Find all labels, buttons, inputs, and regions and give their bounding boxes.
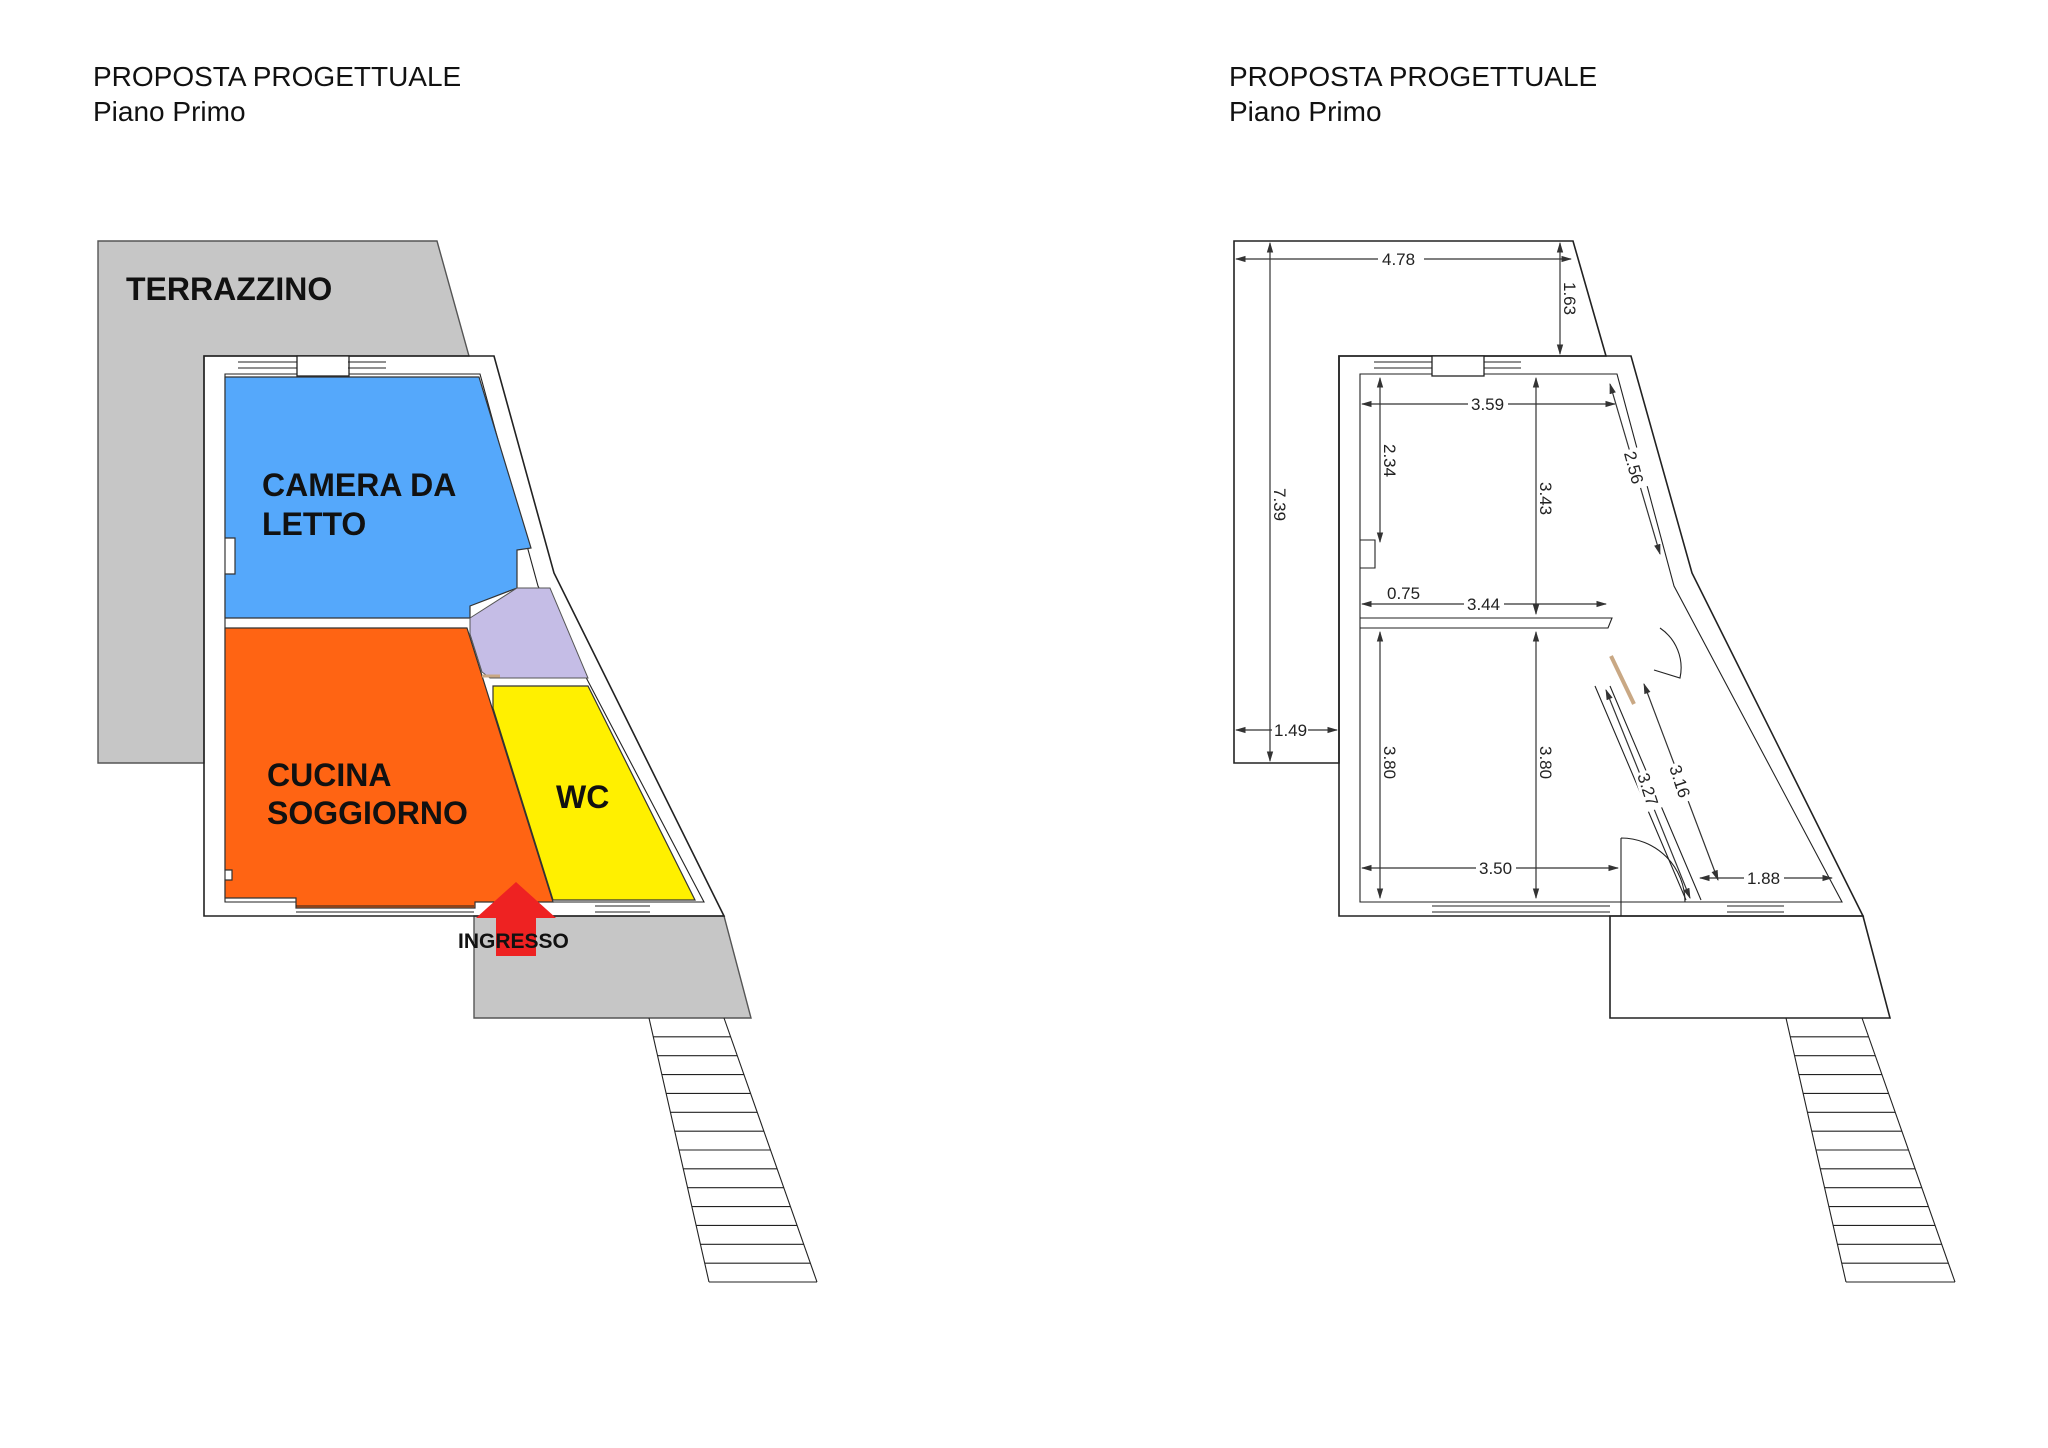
dim-label-3-44: 3.44 [1467, 595, 1500, 614]
dim-label-3-80-left: 3.80 [1380, 746, 1399, 779]
dim-label-3-27: 3.27 [1633, 771, 1661, 808]
dimension-lines [1234, 241, 1834, 900]
left-staircase [648, 1017, 818, 1283]
right-panel-subtitle: Piano Primo [1229, 96, 1382, 127]
wc-area [492, 685, 696, 901]
right-landing-outline [1609, 915, 1892, 1019]
left-panel: PROPOSTA PROGETTUALE Piano Primo [93, 61, 818, 1283]
door-swing-wc [1653, 627, 1682, 679]
right-inner-wall-line [1359, 373, 1843, 903]
dim-label-1-88: 1.88 [1747, 869, 1780, 888]
right-partition-wall [1360, 539, 1613, 629]
right-building-outline [1338, 355, 1865, 917]
dim-label-3-43: 3.43 [1536, 482, 1555, 515]
dim-label-7-39: 7.39 [1270, 488, 1289, 521]
left-panel-title: PROPOSTA PROGETTUALE [93, 61, 461, 92]
right-bottom-windows [1432, 905, 1784, 913]
entrance-label: INGRESSO [458, 930, 569, 953]
kitchen-area [224, 627, 554, 909]
dimension-labels: 4.78 1.63 7.39 1.49 3.59 2.34 3.43 2.56 … [1270, 250, 1784, 888]
bedroom-label-line1: CAMERA DA [262, 467, 456, 503]
bedroom-label-line2: LETTO [262, 506, 366, 542]
hall-area [469, 587, 589, 679]
dim-label-1-49: 1.49 [1274, 721, 1307, 740]
kitchen-label-line1: CUCINA [267, 757, 391, 793]
right-staircase [1785, 1017, 1956, 1283]
dim-label-3-50: 3.50 [1479, 859, 1512, 878]
dim-label-2-56: 2.56 [1620, 449, 1647, 486]
right-top-windows [1374, 355, 1521, 377]
kitchen-label-line2: SOGGIORNO [267, 795, 468, 831]
dim-label-0-75: 0.75 [1387, 584, 1420, 603]
left-bottom-windows [296, 905, 650, 913]
right-panel: PROPOSTA PROGETTUALE Piano Primo [1229, 61, 1956, 1283]
dim-label-3-16: 3.16 [1665, 763, 1693, 800]
dim-label-3-80-center: 3.80 [1536, 746, 1555, 779]
terrace-label: TERRAZZINO [126, 271, 332, 307]
dim-label-3-59: 3.59 [1471, 395, 1504, 414]
left-panel-subtitle: Piano Primo [93, 96, 246, 127]
dim-label-1-63: 1.63 [1560, 282, 1579, 315]
wc-label: WC [556, 779, 609, 815]
dim-label-2-34: 2.34 [1380, 444, 1399, 477]
door-swing-entrance [1620, 837, 1686, 916]
left-top-windows [238, 355, 386, 377]
left-building-outline [203, 355, 726, 917]
dim-label-4-78: 4.78 [1382, 250, 1415, 269]
right-panel-title: PROPOSTA PROGETTUALE [1229, 61, 1597, 92]
entrance-arrow-icon [476, 882, 556, 956]
